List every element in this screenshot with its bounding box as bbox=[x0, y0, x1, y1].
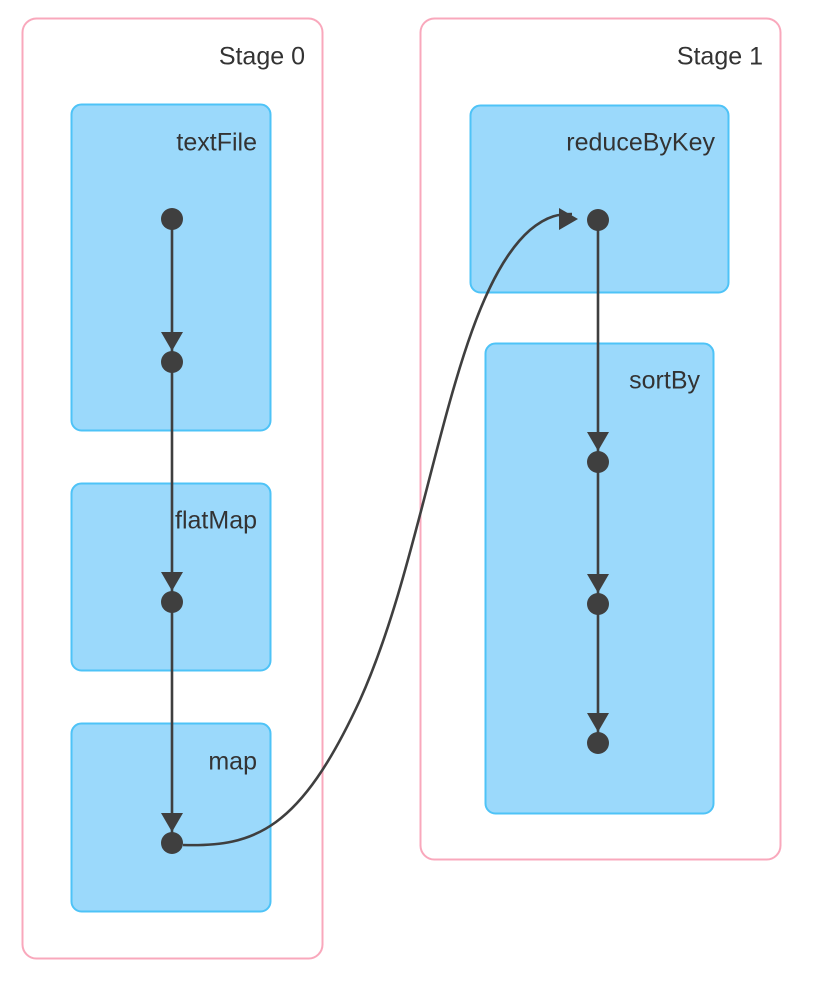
stage-0-label: Stage 0 bbox=[219, 43, 305, 71]
node-layer bbox=[161, 208, 609, 854]
operation-label-sortBy: sortBy bbox=[629, 367, 700, 395]
stage-1-container[interactable] bbox=[419, 17, 782, 861]
edge-map-reducebykey bbox=[182, 212, 573, 847]
rdd-node-sortBy-2[interactable] bbox=[587, 732, 609, 754]
operation-label-textFile: textFile bbox=[176, 129, 257, 157]
rdd-node-map-0[interactable] bbox=[161, 832, 183, 854]
rdd-node-reduceByKey-0[interactable] bbox=[587, 209, 609, 231]
rdd-node-flatMap-0[interactable] bbox=[161, 591, 183, 613]
operation-label-map: map bbox=[208, 748, 257, 776]
edge-map-reducebykey-arrowhead-icon bbox=[559, 208, 578, 230]
rdd-node-textFile-0[interactable] bbox=[161, 208, 183, 230]
edge-layer bbox=[161, 208, 609, 847]
edge-sortby-1-arrowhead-icon bbox=[587, 574, 609, 593]
rdd-node-textFile-1[interactable] bbox=[161, 351, 183, 373]
edge-textfile-internal-arrowhead-icon bbox=[161, 332, 183, 351]
edge-reducebykey-sortby-arrowhead-icon bbox=[587, 432, 609, 451]
stage-1-label: Stage 1 bbox=[677, 43, 763, 71]
operation-box-reduceByKey[interactable] bbox=[469, 104, 730, 294]
stage-0-container[interactable] bbox=[21, 17, 324, 960]
operation-reduceByKey[interactable]: reduceByKey bbox=[469, 104, 730, 294]
operation-label-flatMap: flatMap bbox=[175, 507, 257, 535]
edge-sortby-2-arrowhead-icon bbox=[587, 713, 609, 732]
edge-textfile-flatmap-arrowhead-icon bbox=[161, 572, 183, 591]
rdd-node-sortBy-1[interactable] bbox=[587, 593, 609, 615]
rdd-node-sortBy-0[interactable] bbox=[587, 451, 609, 473]
edge-flatmap-map-arrowhead-icon bbox=[161, 813, 183, 832]
operation-label-reduceByKey: reduceByKey bbox=[566, 129, 715, 157]
